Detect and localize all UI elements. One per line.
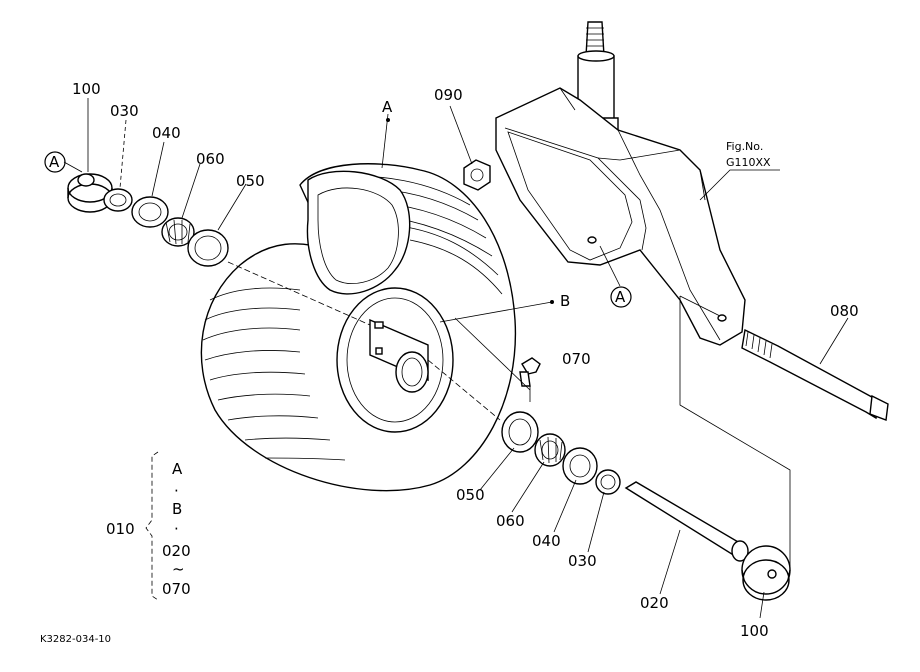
part-040-bottom-bearing-cup [562, 447, 598, 485]
drawing-code: K3282-034-10 [40, 634, 111, 645]
assembly-item-dot2: · [174, 520, 179, 538]
callout-040-bottom: 040 [532, 532, 561, 550]
part-030-top-spacer [103, 188, 133, 212]
part-020-axle-tube [624, 481, 749, 562]
callout-030-bottom: 030 [568, 552, 597, 570]
callout-100-top: 100 [72, 80, 101, 98]
callout-labels: 100 030 040 060 050 090 080 070 050 060 … [40, 80, 859, 645]
callout-060-bottom: 060 [496, 512, 525, 530]
part-070-grease-fitting [519, 357, 541, 387]
ref-a-tire: A [382, 98, 393, 116]
ref-b-rim: B [560, 292, 570, 310]
callout-070: 070 [562, 350, 591, 368]
leader-lines [63, 98, 849, 619]
circle-a-fork-icon [610, 286, 632, 308]
assembly-item-070: 070 [162, 580, 191, 598]
callout-100-bottom: 100 [740, 622, 769, 640]
part-030-bottom-spacer [595, 469, 621, 495]
callout-050-bottom: 050 [456, 486, 485, 504]
part-100-top-cap [67, 173, 113, 213]
caster-fork [495, 21, 746, 346]
tire [200, 163, 517, 492]
fig-no-value: G110XX [726, 156, 771, 169]
circle-a-fork: A [615, 288, 626, 306]
part-100-bottom-cap [741, 545, 791, 601]
callout-080: 080 [830, 302, 859, 320]
assembly-item-b: B [172, 500, 182, 518]
fig-no-label: Fig.No. [726, 140, 763, 153]
callout-050-top: 050 [236, 172, 265, 190]
part-090-nut [463, 159, 491, 191]
circle-a-left: A [49, 153, 60, 171]
callout-030-top: 030 [110, 102, 139, 120]
callout-060-top: 060 [196, 150, 225, 168]
part-060-bottom-roller-bearing [534, 433, 566, 467]
callout-020: 020 [640, 594, 669, 612]
assembly-item-dot1: · [174, 482, 179, 500]
circle-a-left-icon [44, 151, 66, 173]
part-040-top-bearing-cup [131, 196, 169, 228]
part-060-top-roller-bearing [161, 217, 195, 247]
callout-090: 090 [434, 86, 463, 104]
assembly-010-group: 010 A · B · 020 ~ 070 [106, 451, 191, 601]
part-080-bolt [741, 328, 889, 421]
assembly-item-tilde: ~ [172, 560, 185, 578]
assembly-item-020: 020 [162, 542, 191, 560]
part-050-top-race [187, 229, 229, 267]
assembly-label: 010 [106, 520, 135, 538]
assembly-item-a: A [172, 460, 183, 478]
callout-040-top: 040 [152, 124, 181, 142]
part-050-bottom-race [501, 411, 539, 453]
